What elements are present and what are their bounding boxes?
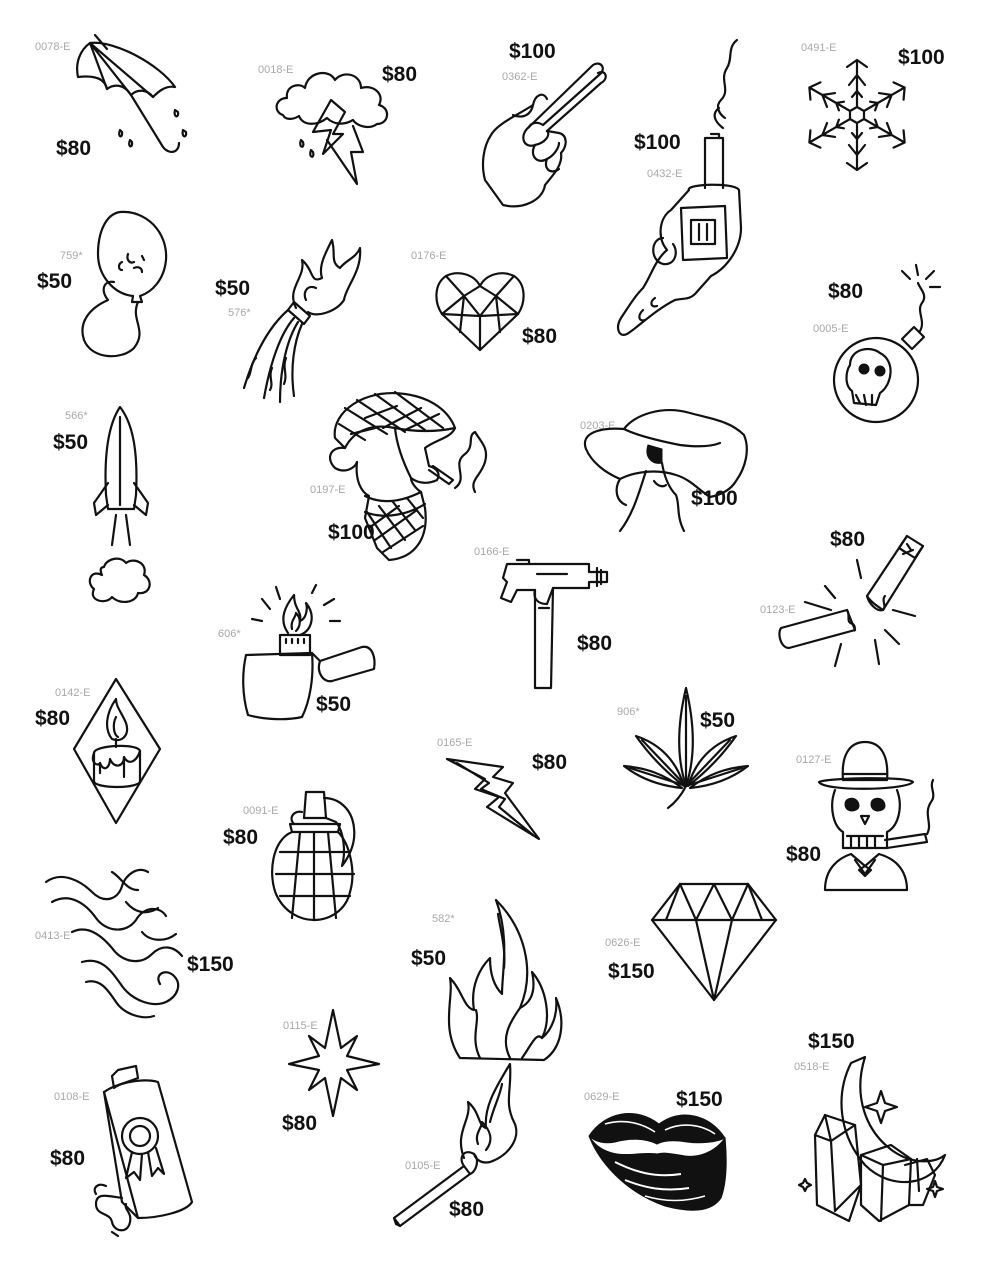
item-code: 0018-E — [258, 64, 294, 76]
item-code: 582* — [432, 913, 455, 925]
item-price: $80 — [828, 280, 864, 303]
smoke-wisps-icon[interactable] — [42, 862, 192, 1022]
item-price: $80 — [223, 826, 259, 849]
item-price: $100 — [634, 131, 681, 154]
item-price: $80 — [449, 1198, 485, 1221]
item-price: $80 — [577, 632, 613, 655]
lips-icon[interactable] — [585, 1102, 730, 1220]
item-price: $50 — [411, 947, 447, 970]
uzi-icon[interactable] — [497, 558, 617, 693]
item-code: 606* — [218, 628, 241, 640]
rocket-icon[interactable] — [82, 405, 162, 605]
item-code: 0491-E — [801, 42, 837, 54]
item-code: 0108-E — [54, 1091, 90, 1103]
item-price: $150 — [187, 953, 234, 976]
item-code: 0105-E — [405, 1160, 441, 1172]
item-price: $150 — [608, 960, 655, 983]
beer-can-icon[interactable] — [88, 1062, 198, 1237]
crystals-moon-icon[interactable] — [795, 1055, 955, 1230]
item-price: $80 — [786, 843, 822, 866]
item-code: 566* — [65, 410, 88, 422]
item-code: 0362-E — [502, 71, 538, 83]
item-code: 0166-E — [474, 546, 510, 558]
item-code: 0413-E — [35, 930, 71, 942]
smoker-icon[interactable] — [325, 388, 495, 563]
item-code: 576* — [228, 307, 251, 319]
snowflake-icon[interactable] — [797, 55, 917, 175]
item-code: 0165-E — [437, 737, 473, 749]
lightning-bolt-icon[interactable] — [443, 755, 543, 845]
star-icon[interactable] — [287, 1008, 382, 1118]
heart-gem-icon[interactable] — [434, 270, 526, 352]
item-price: $80 — [282, 1112, 318, 1135]
item-price: $80 — [35, 707, 71, 730]
item-price: $80 — [382, 63, 418, 86]
item-code: 0005-E — [813, 323, 849, 335]
item-code: 0115-E — [283, 1020, 318, 1032]
item-code: 759* — [60, 250, 83, 262]
item-code: 0629-E — [584, 1091, 620, 1103]
balloon-icon[interactable] — [78, 210, 173, 360]
flames-icon[interactable] — [440, 898, 565, 1063]
burning-broom-icon[interactable] — [236, 238, 366, 408]
item-price: $100 — [509, 40, 556, 63]
item-price: $150 — [676, 1088, 723, 1111]
item-code: 0127-E — [796, 754, 832, 766]
item-code: 0091-E — [243, 805, 279, 817]
item-price: $150 — [808, 1030, 855, 1053]
item-code: 0123-E — [760, 604, 796, 616]
item-code: 0142-E — [55, 687, 91, 699]
skull-bomb-icon[interactable] — [830, 265, 950, 425]
item-price: $80 — [532, 751, 568, 774]
item-price: $50 — [37, 270, 73, 293]
cigarette-icon[interactable] — [775, 530, 940, 670]
grenade-icon[interactable] — [266, 788, 361, 923]
item-code: 906* — [617, 706, 640, 718]
item-price: $80 — [522, 325, 558, 348]
item-code: 0432-E — [647, 168, 683, 180]
crossed-fingers-icon[interactable] — [473, 55, 613, 210]
item-price: $50 — [215, 277, 251, 300]
item-code: 0078-E — [35, 41, 71, 53]
item-price: $100 — [898, 46, 945, 69]
lighter-icon[interactable] — [240, 585, 380, 720]
cannabis-leaf-icon[interactable] — [622, 686, 752, 811]
item-price: $80 — [830, 528, 866, 551]
item-price: $80 — [56, 137, 92, 160]
item-price: $100 — [328, 521, 375, 544]
match-icon[interactable] — [390, 1062, 525, 1232]
item-price: $50 — [53, 431, 89, 454]
item-price: $80 — [50, 1147, 86, 1170]
item-price: $50 — [700, 709, 736, 732]
revolver-icon[interactable] — [615, 38, 755, 348]
item-price: $50 — [316, 693, 352, 716]
item-code: 0197-E — [310, 484, 346, 496]
woman-hat-icon[interactable] — [580, 405, 750, 535]
item-code: 0518-E — [794, 1061, 830, 1073]
umbrella-icon[interactable] — [75, 35, 195, 160]
skull-bowler-hat-icon[interactable] — [815, 740, 940, 900]
item-code: 0176-E — [411, 250, 447, 262]
item-code: 0626-E — [605, 937, 641, 949]
storm-cloud-icon[interactable] — [273, 60, 398, 185]
diamond-icon[interactable] — [650, 880, 780, 1005]
candle-icon[interactable] — [70, 677, 165, 827]
